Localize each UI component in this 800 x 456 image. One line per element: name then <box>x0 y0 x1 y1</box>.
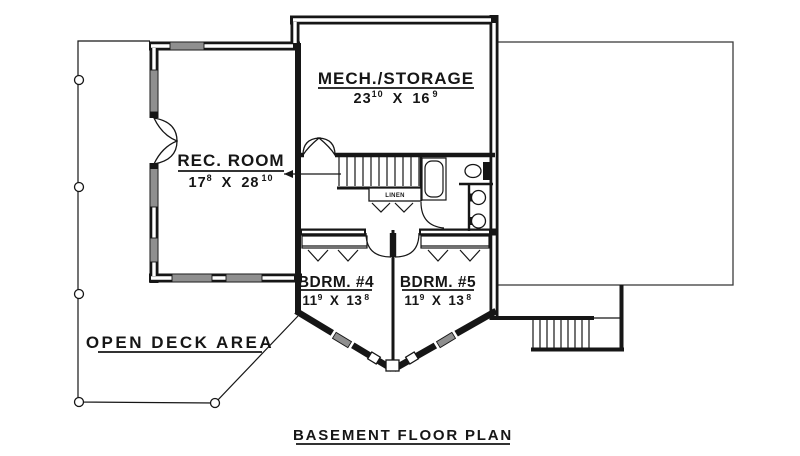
sink-fixture-2 <box>469 213 487 229</box>
mech-room-label: MECH./STORAGE <box>318 69 474 88</box>
rec-room-deck-door <box>150 112 178 169</box>
windows <box>149 41 460 372</box>
bdrm5-label: BDRM. #5 <box>400 274 476 291</box>
deck-label: OPEN DECK AREA <box>86 333 274 352</box>
prow-right-mullion <box>404 351 420 365</box>
deck-label-group: OPEN DECK AREA <box>86 333 274 353</box>
rec-left-window-3 <box>149 237 159 263</box>
rec-room-label: REC. ROOM <box>177 151 284 170</box>
drawing-title: BASEMENT FLOOR PLAN <box>293 427 513 444</box>
bdrm5-closet <box>420 235 490 262</box>
bdrm4-closet <box>301 235 368 262</box>
prow-tip <box>385 359 400 372</box>
stairway <box>337 157 421 190</box>
bdrm4-bay-window <box>328 329 356 351</box>
deck-posts <box>73 74 221 409</box>
bdrm4-label: BDRM. #4 <box>298 274 374 291</box>
exterior-stairs <box>496 285 624 352</box>
bdrm5-bay-window <box>432 329 460 351</box>
linen-closet: LINEN <box>368 187 422 213</box>
bathtub <box>421 157 447 201</box>
rec-left-window-1 <box>149 69 159 113</box>
bathroom-door <box>420 201 445 229</box>
drawing-title-group: BASEMENT FLOOR PLAN <box>293 427 513 445</box>
rec-bottom-window-1 <box>171 273 213 283</box>
bdrm4-door <box>365 232 393 258</box>
rec-top-window <box>169 41 205 51</box>
sink-fixture-1 <box>469 189 487 206</box>
rec-left-window-2 <box>149 165 159 208</box>
prow-left-mullion <box>366 351 382 365</box>
toilet <box>464 162 492 180</box>
rec-bottom-window-2 <box>225 273 263 283</box>
bdrm5-door <box>393 232 420 258</box>
linen-label: LINEN <box>385 193 405 199</box>
stair-direction-arrow <box>284 170 341 178</box>
interior-walls <box>294 43 498 372</box>
adjacent-structure-outline <box>493 41 734 286</box>
mech-room-door <box>302 137 336 158</box>
